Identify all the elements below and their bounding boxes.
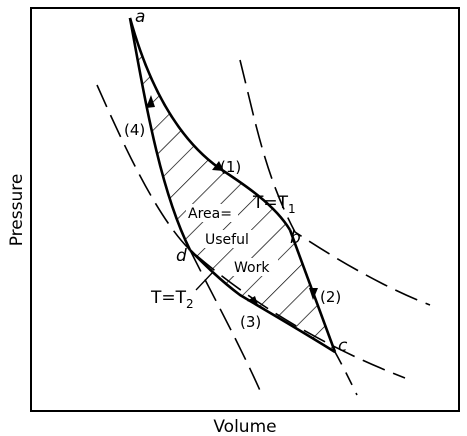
process-3-isothermal-compression [189,249,336,354]
arrow-process-3 [247,296,258,305]
arrow-process-1 [212,161,224,171]
process-1-isothermal-expansion [128,17,292,231]
adiabat-extension-right [334,351,358,396]
area-label-line-3: Work [234,260,270,276]
cold-isotherm-label: T=T2 [150,288,194,311]
process-1-label: (1) [220,158,241,176]
point-a-label: a [135,7,145,27]
y-axis-label: Pressure [7,174,27,247]
plot-frame [30,7,460,412]
area-label-line-1: Area= [188,206,232,222]
x-axis-label: Volume [213,417,276,436]
process-2-label: (2) [320,288,341,306]
area-label-line-2: Useful [205,232,249,248]
point-b-label: b [290,228,301,248]
isotherm-hot [239,59,431,306]
adiabat-extension-left [189,249,263,396]
arrow-process-4 [146,95,155,108]
cold-isotherm-pointer [195,271,214,291]
process-4-adiabatic-compression [128,17,192,251]
process-3-label: (3) [240,313,261,331]
arrow-process-2 [309,288,318,300]
point-d-label: d [176,246,187,266]
point-c-label: c [338,336,348,356]
hot-isotherm-label: T=T1 [252,193,296,216]
process-4-label: (4) [124,121,145,139]
